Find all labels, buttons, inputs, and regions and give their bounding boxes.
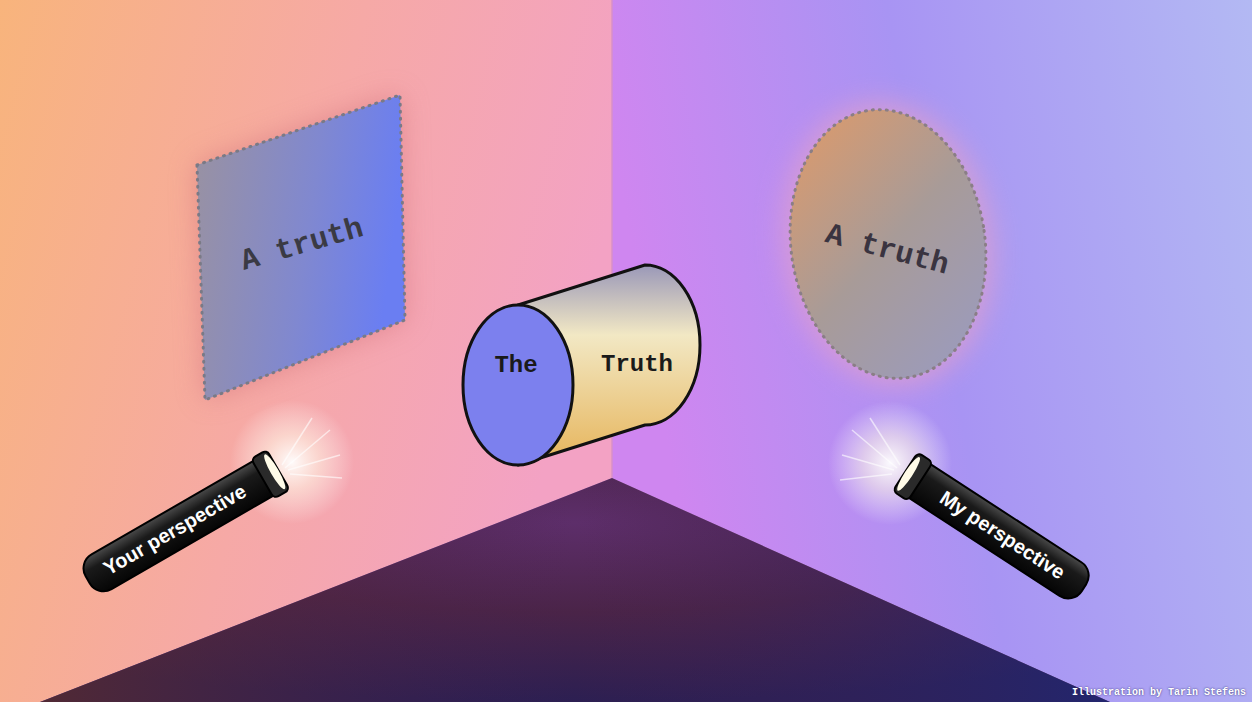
projection-square: A truth [190, 88, 415, 408]
flashlight: My perspective [893, 452, 1098, 607]
perspective-label: Your perspective [100, 481, 249, 579]
flashlight: Your perspective [75, 450, 289, 600]
perspective-label: My perspective [937, 487, 1069, 582]
projection-ellipse: A truth [780, 98, 1000, 398]
cylinder-label: The [494, 354, 537, 378]
credit-note: Illustration by Tarin Stefens [1072, 687, 1246, 698]
cylinder-label: Truth [601, 353, 673, 377]
truth-cylinder: The Truth [458, 258, 706, 472]
